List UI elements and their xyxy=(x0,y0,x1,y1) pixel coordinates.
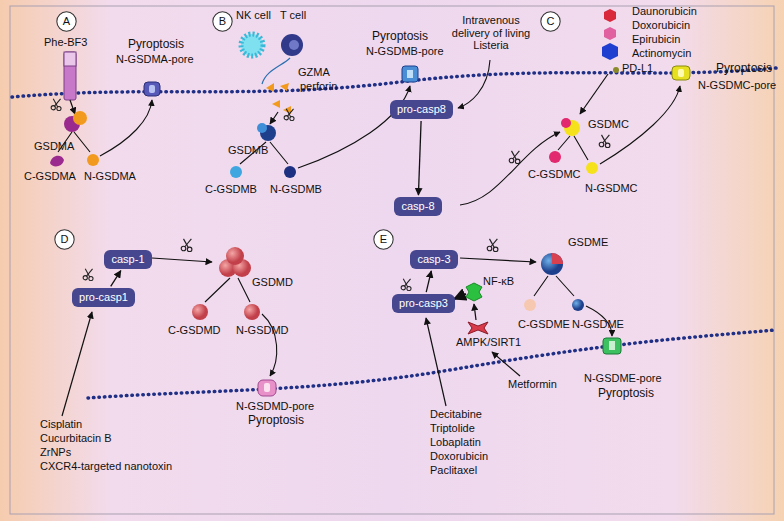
pathway-label: N-GSDMA-pore xyxy=(116,53,194,66)
pathway-label: N-GSDMC xyxy=(585,182,638,195)
pathway-label: N-GSDMB-pore xyxy=(366,45,444,58)
pathway-label: Decitabine xyxy=(430,408,482,421)
pathway-label: GSDMD xyxy=(252,276,293,289)
node-text: D xyxy=(61,233,69,245)
pathway-label: C-GSDMC xyxy=(528,168,581,181)
activation-arrow xyxy=(426,271,431,292)
pathway-label: Epirubicin xyxy=(632,33,680,46)
panel-letter: A xyxy=(56,11,77,32)
pathway-label: N-GSDMD-pore xyxy=(236,400,314,413)
pathway-label: Triptolide xyxy=(430,422,475,435)
pathway-label: Lobaplatin xyxy=(430,436,481,449)
pathway-label: C-GSDME xyxy=(518,318,570,331)
node-text: casp-8 xyxy=(401,200,434,212)
caspase-box: pro-casp3 xyxy=(392,294,455,313)
pathway-label: GZMA xyxy=(298,66,330,79)
pathway-label: Pyroptosis xyxy=(598,387,654,401)
caspase-box: pro-casp8 xyxy=(390,100,453,119)
node-text: pro-casp3 xyxy=(399,297,448,309)
caspase-box: pro-casp1 xyxy=(72,288,135,307)
pathway-label: N-GSDMA xyxy=(84,170,136,183)
caspase-box: casp-1 xyxy=(104,250,152,269)
panel-letter: C xyxy=(540,11,561,32)
pathway-label: C-GSDMB xyxy=(205,183,257,196)
caspase-box: casp-8 xyxy=(394,197,442,216)
pathway-label: AMPK/SIRT1 xyxy=(456,336,521,349)
pathway-label: Cisplatin xyxy=(40,418,82,431)
pathway-label: NF-κB xyxy=(483,275,514,288)
panel-letter: D xyxy=(54,229,75,250)
caspase-box: casp-3 xyxy=(410,250,458,269)
node-text: pro-casp1 xyxy=(79,291,128,303)
pathway-label: Doxorubicin xyxy=(632,19,690,32)
node-text: C xyxy=(547,15,555,27)
pathway-label: GSDMB xyxy=(228,144,268,157)
pathway-label: Doxorubicin xyxy=(430,450,488,463)
pathway-label: N-GSDMC-pore xyxy=(698,79,776,92)
pathway-label: perforin xyxy=(300,80,337,93)
node-text: A xyxy=(63,15,70,27)
pathway-label: C-GSDMA xyxy=(24,170,76,183)
node-text: B xyxy=(219,15,226,27)
pathway-label: Actinomycin xyxy=(632,47,691,60)
node-text: casp-1 xyxy=(111,253,144,265)
pathway-label: Pyroptosis xyxy=(716,62,772,76)
panel-letter: E xyxy=(373,229,394,250)
pathway-label: GSDMA xyxy=(34,140,74,153)
node-text: casp-3 xyxy=(417,253,450,265)
pathway-label: Intravenous delivery of living Listeria xyxy=(445,14,537,52)
panel-letter: B xyxy=(212,11,233,32)
activation-arrow xyxy=(111,271,121,287)
pathway-label: Phe-BF3 xyxy=(44,36,87,49)
pathway-label: ZrNPs xyxy=(40,446,71,459)
node-text: pro-casp8 xyxy=(397,103,446,115)
pathway-label: N-GSDME-pore xyxy=(584,372,662,385)
pathway-label: Daunorubicin xyxy=(632,5,697,18)
pathway-label: NK cell xyxy=(236,9,271,22)
pathway-label: Pyroptosis xyxy=(372,30,428,44)
node-text: E xyxy=(380,233,387,245)
pathway-label: Cucurbitacin B xyxy=(40,432,112,445)
pathway-label: N-GSDMD xyxy=(236,324,289,337)
pathway-label: Metformin xyxy=(508,378,557,391)
pathway-label: N-GSDME xyxy=(572,318,624,331)
pathway-label: CXCR4-targeted nanotoxin xyxy=(40,460,172,473)
pathway-label: T cell xyxy=(280,9,306,22)
pathway-label: Paclitaxel xyxy=(430,464,477,477)
pathway-label: Pyroptosis xyxy=(248,414,304,428)
pathway-label: Pyroptosis xyxy=(128,38,184,52)
pathway-label: N-GSDMB xyxy=(270,183,322,196)
activation-arrow xyxy=(418,121,421,195)
pathway-label: PD-L1 xyxy=(622,62,653,75)
pathway-label: C-GSDMD xyxy=(168,324,221,337)
pathway-label: GSDME xyxy=(568,236,608,249)
pathway-label: GSDMC xyxy=(588,118,629,131)
